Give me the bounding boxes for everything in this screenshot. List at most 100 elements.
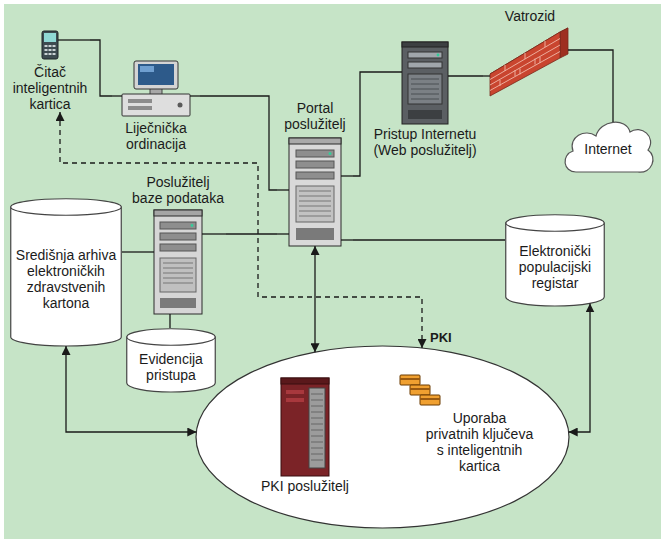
access-log-cylinder: Evidencija pristupa (126, 328, 216, 392)
database-server-icon-part (154, 210, 202, 314)
database-server-icon-part (163, 263, 193, 264)
card-reader-icon-part (45, 49, 48, 51)
connector (226, 233, 277, 234)
pki-server-icon-part (311, 430, 323, 431)
web-server-icon-part (448, 75, 483, 76)
portal-server-icon-part (296, 228, 334, 240)
pki-server-icon-part (311, 454, 323, 455)
web-server-node: Pristup Internetu (Web poslužitelj) (367, 40, 483, 158)
computer-icon-part (122, 94, 190, 116)
portal-server-icon-part (289, 138, 341, 144)
pki-server-icon-part (286, 398, 304, 402)
icon-slot (395, 372, 545, 408)
portal-server-icon-part (341, 239, 353, 240)
portal-server-icon-part (329, 152, 332, 155)
portal-server-icon-part (299, 206, 331, 207)
portal-server-icon-part (299, 191, 331, 192)
card-reader-icon-part (53, 53, 56, 55)
database-server-node: Poslužitelj baze podataka (130, 174, 226, 314)
portal-server-icon-part (296, 161, 334, 168)
pki-server-icon-part (311, 442, 323, 443)
database-server-icon-part (154, 210, 202, 216)
card-reader-icon-part (58, 39, 90, 40)
node-label: Evidencija pristupa (131, 351, 211, 383)
firewall-wall-icon-part (490, 39, 560, 80)
connector (169, 314, 170, 328)
portal-server-icon-part (341, 175, 353, 176)
card-reader-icon-part (45, 53, 48, 55)
portal-server-icon-part (299, 201, 331, 202)
connector (200, 96, 277, 190)
pki-server-icon-part (311, 400, 323, 401)
firewall-wall-icon-part (568, 49, 570, 50)
web-server-icon-part (408, 62, 442, 68)
icon-slot (250, 376, 360, 476)
connector (569, 303, 590, 432)
firewall-wall-icon-part (520, 69, 521, 75)
web-server-icon-part (411, 94, 439, 95)
pki-server-icon-part (311, 406, 323, 407)
icon-slot (367, 40, 483, 124)
computer-icon (112, 61, 200, 116)
smart-card-icons-part (410, 385, 430, 395)
pki-server-icon-part (311, 424, 323, 425)
node-label: PKI poslužitelj (250, 478, 360, 494)
node-label: Elektronički populacijski registar (510, 243, 600, 291)
connector (353, 72, 367, 176)
computer-icon-part (134, 61, 178, 89)
web-server-icon-part (408, 74, 442, 104)
node-label: Portal poslužitelj (277, 100, 353, 132)
card-reader-icon (42, 31, 90, 59)
cylinder-top (127, 329, 216, 346)
icon-slot (277, 136, 353, 246)
smart-card-icons-part (420, 395, 440, 405)
web-server-icon-part (367, 71, 402, 72)
web-server-icon-part (437, 54, 440, 57)
card-reader-icon-part (49, 49, 52, 51)
web-server-icon-part (402, 42, 448, 124)
web-server-icon-part (411, 84, 439, 85)
smart-card-icons-part (400, 378, 420, 380)
node-label: Čitač inteligentnih kartica (10, 64, 90, 112)
portal-server-node: Portal poslužitelj (277, 100, 353, 246)
icon-slot (112, 60, 200, 118)
card-reader-icon-part (44, 33, 56, 42)
firewall-wall-icon-part (505, 65, 506, 71)
database-server-icon-part (130, 251, 154, 252)
node-label: Internet (584, 141, 631, 157)
node-label: Središnja arhiva elektroničkih zdravstve… (15, 247, 117, 311)
portal-server-icon-part (296, 150, 334, 157)
portal-server-icon-part (277, 233, 289, 234)
private-key-node: Uporaba privatnih ključeva s inteligentn… (395, 372, 545, 474)
database-server-icon-part (202, 233, 226, 234)
icon-slot (10, 28, 90, 62)
web-server-icon-part (411, 89, 439, 90)
card-reader-icon-part (53, 45, 56, 47)
database-server-icon-part (160, 222, 196, 229)
card-reader-node: Čitač inteligentnih kartica (10, 28, 90, 112)
firewall-wall-icon-part (500, 80, 501, 86)
icon-slot (490, 28, 570, 96)
node-label: Pristup Internetu (Web poslužitelj) (367, 126, 483, 158)
portal-server-icon-part (299, 216, 331, 217)
pki-server-icon-part (311, 448, 323, 449)
portal-server-icon (277, 138, 353, 246)
firewall-wall-icon-part (490, 45, 560, 85)
internet-cloud: Internet (560, 116, 656, 178)
firewall-wall-icon-part (490, 32, 560, 96)
pki-ellipse-outline (196, 346, 569, 528)
pki-server-icon-part (281, 378, 329, 384)
portal-server-icon-part (299, 196, 331, 197)
pki-server-icon-part (309, 388, 325, 468)
cylinder-top (506, 215, 605, 232)
card-reader-icon-part (49, 45, 52, 47)
database-server-icon-part (191, 224, 194, 227)
firewall-wall-icon (490, 28, 570, 96)
node-label: Poslužitelj baze podataka (130, 174, 226, 206)
database-server-icon-part (160, 298, 196, 308)
firewall-wall-icon-part (560, 28, 568, 58)
smart-card-icons-part (410, 388, 430, 390)
computer-icon-part (128, 106, 152, 110)
portal-server-icon-part (296, 186, 334, 222)
